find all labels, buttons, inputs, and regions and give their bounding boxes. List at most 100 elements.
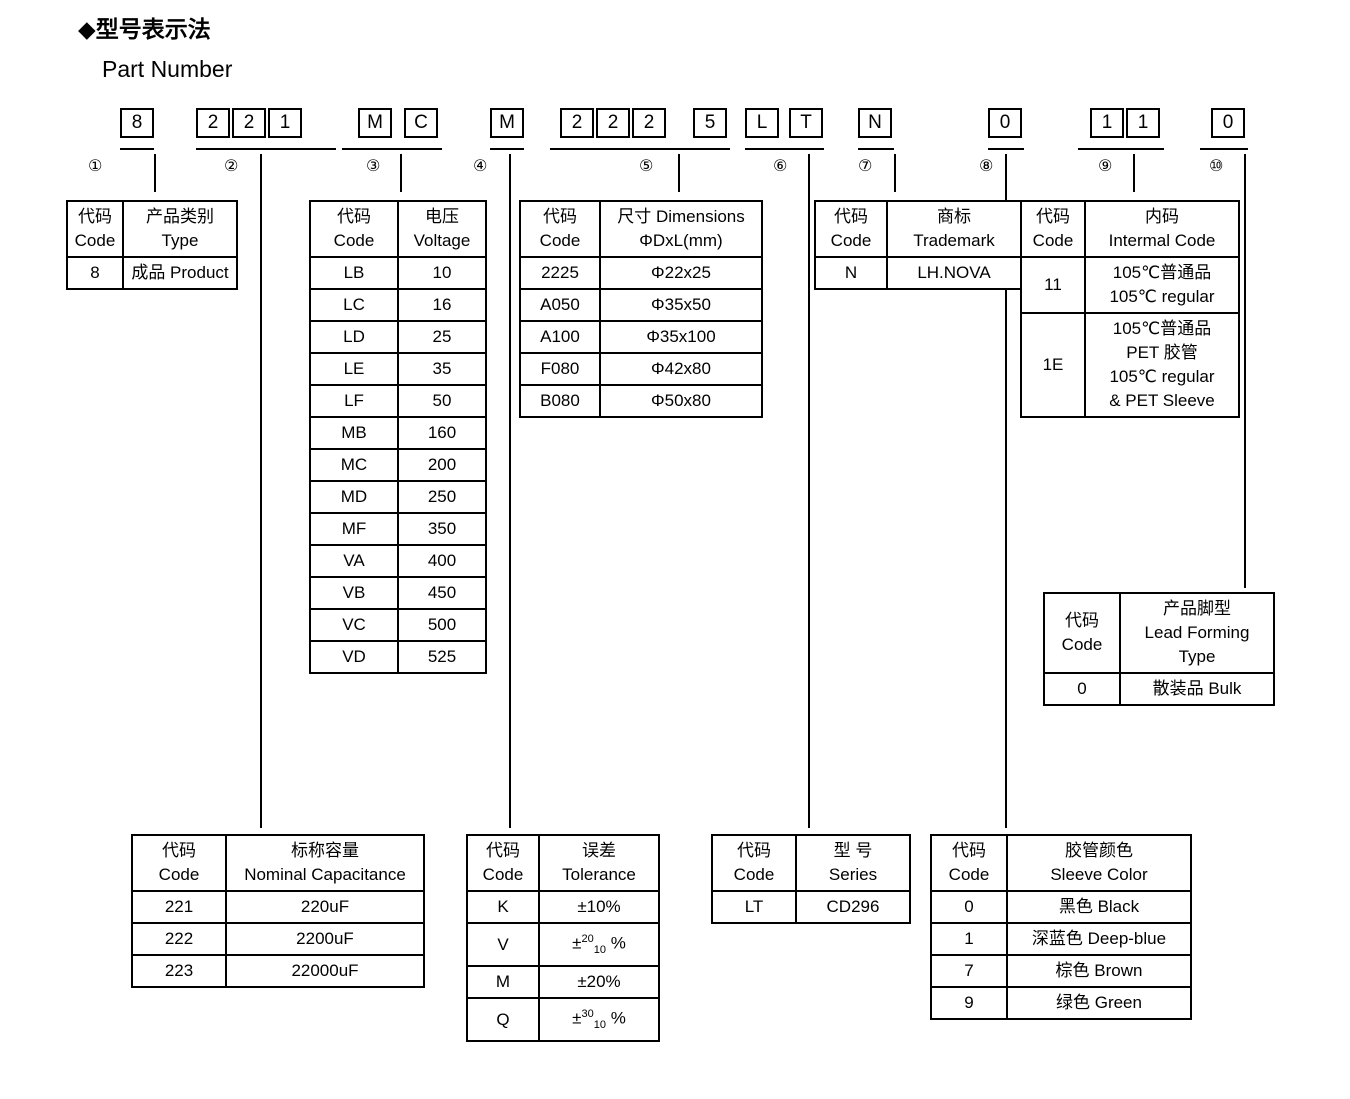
table-header-row: 代码 Code 电压 Voltage <box>309 200 487 258</box>
cell-code: 9 <box>930 986 1008 1020</box>
cell-value: Φ42x80 <box>599 352 763 386</box>
group-index-2: ② <box>224 158 239 175</box>
group-connector-line <box>154 154 156 192</box>
cell-value: Φ35x100 <box>599 320 763 354</box>
cell-value: 2200uF <box>225 922 425 956</box>
cell-code: LE <box>309 352 399 386</box>
page-title-chinese: ◆型号表示法 <box>78 16 211 42</box>
table-header-row: 代码 Code 误差 Tolerance <box>466 834 660 892</box>
cell-code: LB <box>309 256 399 290</box>
cell-value: 50 <box>397 384 487 418</box>
cell-code: 7 <box>930 954 1008 988</box>
page-title-block: ◆型号表示法 Part Number <box>78 14 232 84</box>
group-connector-line <box>1005 154 1007 828</box>
part-number-char-box: M <box>490 108 524 138</box>
cell-value: 绿色 Green <box>1006 986 1192 1020</box>
header-code: 代码 Code <box>930 834 1008 892</box>
cell-code: 223 <box>131 954 227 988</box>
cell-code: LC <box>309 288 399 322</box>
part-number-char-box: T <box>789 108 823 138</box>
cell-code: Q <box>466 997 540 1043</box>
group-index-10: ⑩ <box>1209 158 1224 175</box>
header-lead-forming: 产品脚型 Lead Forming Type <box>1119 592 1275 674</box>
part-number-char-box: 2 <box>596 108 630 138</box>
group-index-5: ⑤ <box>639 158 654 175</box>
cell-value: ±3010 % <box>538 997 660 1043</box>
cell-code: A050 <box>519 288 601 322</box>
group-connector-line <box>260 154 262 828</box>
cell-code: A100 <box>519 320 601 354</box>
cell-code: N <box>814 256 888 290</box>
header-code: 代码 Code <box>309 200 399 258</box>
cell-code: MB <box>309 416 399 450</box>
part-number-char-box: 2 <box>232 108 266 138</box>
group-index-6: ⑥ <box>773 158 788 175</box>
cell-value: 105℃普通品 105℃ regular <box>1084 256 1240 314</box>
part-number-char-box: 0 <box>1211 108 1245 138</box>
part-number-char-box: 5 <box>693 108 727 138</box>
header-code: 代码 Code <box>519 200 601 258</box>
header-code: 代码 Code <box>814 200 888 258</box>
cell-code: 1 <box>930 922 1008 956</box>
part-number-char-box: 2 <box>632 108 666 138</box>
group-connector-line <box>1133 154 1135 192</box>
table-row: K±10% <box>466 890 660 924</box>
table-trademark: 代码 Code 商标 Trademark N LH.NOVA <box>814 200 1022 290</box>
cell-code: LD <box>309 320 399 354</box>
header-dimensions: 尺寸 Dimensions ΦDxL(mm) <box>599 200 763 258</box>
part-number-char-box: 1 <box>268 108 302 138</box>
cell-value: ±20% <box>538 965 660 1000</box>
part-number-char-box: C <box>404 108 438 138</box>
table-header-row: 代码 Code 商标 Trademark <box>814 200 1022 258</box>
group-index-3: ③ <box>366 158 381 175</box>
table-row: M±20% <box>466 965 660 1000</box>
cell-value: Φ22x25 <box>599 256 763 290</box>
group-underline <box>120 148 154 150</box>
group-underline <box>745 148 824 150</box>
group-connector-line <box>400 154 402 192</box>
group-connector-line <box>509 154 511 828</box>
table-header-row: 代码 Code 标称容量 Nominal Capacitance <box>131 834 425 892</box>
cell-value: 105℃普通品 PET 胶管 105℃ regular & PET Sleeve <box>1084 312 1240 418</box>
group-underline <box>550 148 730 150</box>
cell-value: 22000uF <box>225 954 425 988</box>
cell-value: 25 <box>397 320 487 354</box>
cell-value: 160 <box>397 416 487 450</box>
cell-code: K <box>466 890 540 924</box>
cell-value: ±2010 % <box>538 921 660 968</box>
header-internal-code: 内码 Intermal Code <box>1084 200 1240 258</box>
table-internal-code: 代码 Code 内码 Intermal Code 11 105℃普通品 105℃… <box>1020 200 1240 418</box>
group-index-7: ⑦ <box>858 158 873 175</box>
cell-code: 11 <box>1020 256 1086 314</box>
cell-value: 200 <box>397 448 487 482</box>
part-number-char-box: L <box>745 108 779 138</box>
header-code: 代码 Code <box>1020 200 1086 258</box>
cell-value: LH.NOVA <box>886 256 1022 290</box>
cell-code: MF <box>309 512 399 546</box>
table-row: 11 105℃普通品 105℃ regular <box>1020 256 1240 314</box>
cell-code: 221 <box>131 890 227 924</box>
cell-value: 16 <box>397 288 487 322</box>
table-header-row: 代码 Code 内码 Intermal Code <box>1020 200 1240 258</box>
cell-code: 1E <box>1020 312 1086 418</box>
part-number-char-box: 2 <box>560 108 594 138</box>
cell-code: LT <box>711 890 797 924</box>
group-underline <box>1200 148 1248 150</box>
table-header-row: 代码 Code 尺寸 Dimensions ΦDxL(mm) <box>519 200 763 258</box>
cell-code: 8 <box>66 256 124 290</box>
